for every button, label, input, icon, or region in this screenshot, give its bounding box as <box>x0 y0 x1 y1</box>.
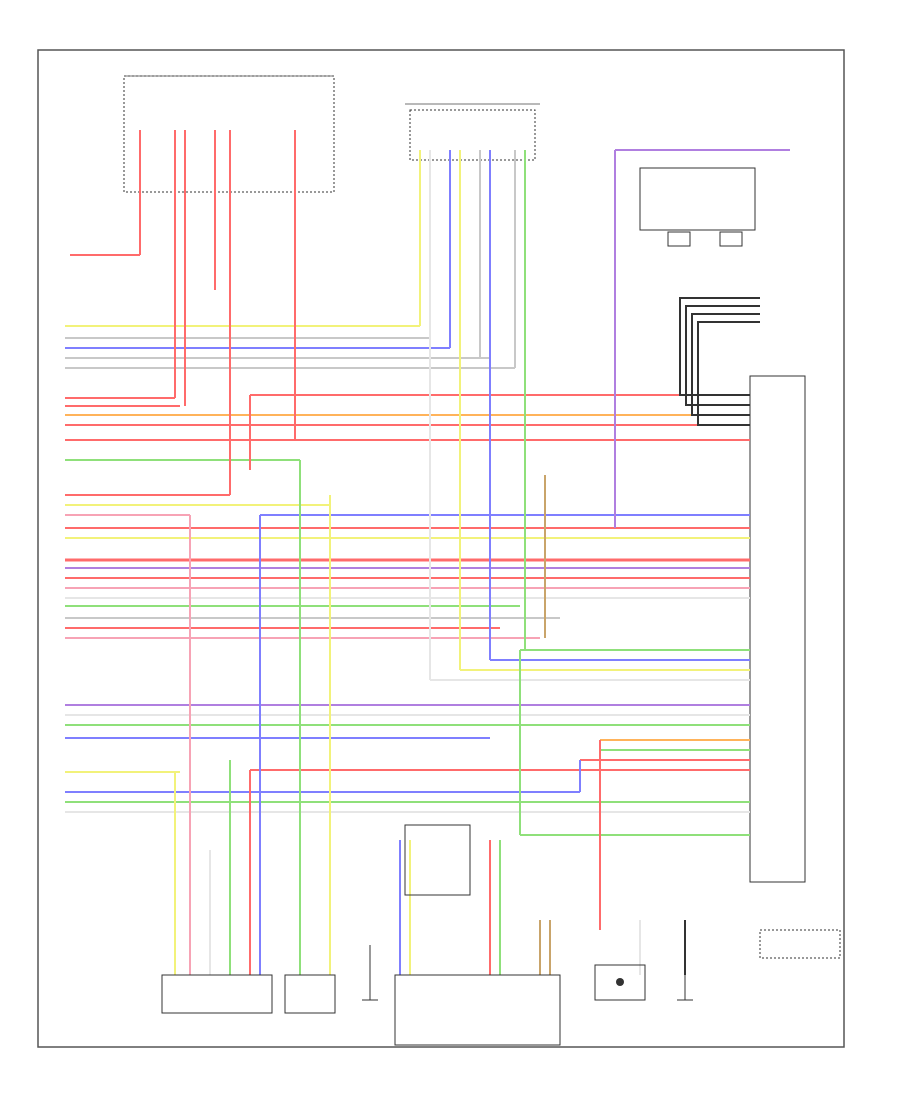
fuse-box-top-left <box>123 75 335 193</box>
black-wire-bundle <box>679 297 760 426</box>
bottom-component-left <box>161 974 273 1014</box>
right-connector-small <box>759 929 841 959</box>
bottom-ground-2 <box>677 975 693 1001</box>
bottom-component-mid <box>284 974 336 1014</box>
ecm-connector <box>749 375 806 883</box>
diagram-frame <box>37 49 845 1048</box>
vertical-wires <box>139 130 790 975</box>
relay-box-top-center <box>405 103 540 161</box>
relay-box-top-right <box>639 167 756 247</box>
bottom-ground-1 <box>362 945 378 1001</box>
bottom-module-center <box>394 824 561 1046</box>
horizontal-wires <box>65 254 750 836</box>
bottom-component-right <box>594 964 646 1001</box>
